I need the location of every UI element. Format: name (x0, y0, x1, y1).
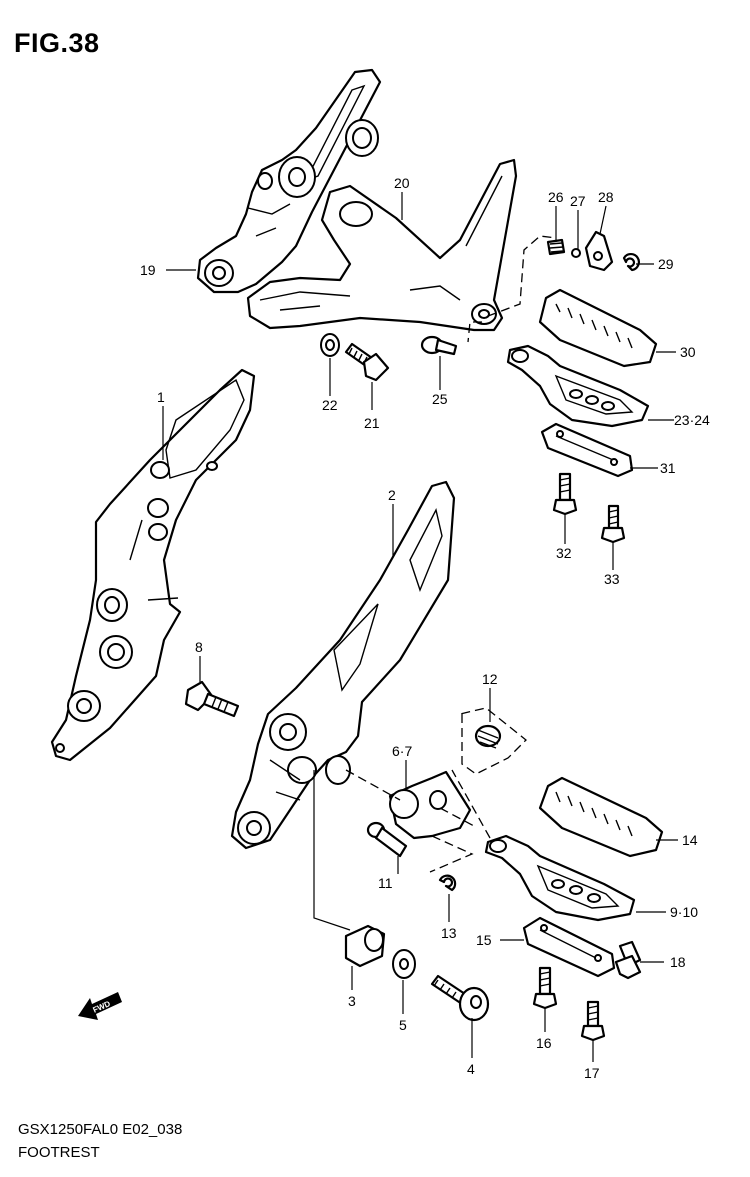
callout-13: 13 (441, 925, 457, 941)
callout-23-24: 23·24 (674, 412, 710, 428)
callout-5: 5 (399, 1017, 407, 1033)
pin-part-25 (420, 335, 458, 356)
rear-plate-part-31 (540, 422, 634, 478)
callout-4: 4 (467, 1061, 475, 1077)
callout-19: 19 (140, 262, 156, 278)
leader-lines (162, 192, 678, 1062)
callout-25: 25 (432, 391, 448, 407)
diagram-code: GSX1250FAL0 E02_038 (18, 1121, 183, 1138)
callout-16: 16 (536, 1035, 552, 1051)
front-rubber-part-14 (538, 776, 664, 858)
footrest-joint-part-6-7 (388, 770, 472, 840)
washer-part-22 (320, 333, 340, 357)
e-clip-part-13 (438, 874, 457, 892)
callout-21: 21 (364, 415, 380, 431)
forward-direction-arrow: FWD (78, 992, 122, 1020)
callout-32: 32 (556, 545, 572, 561)
screw-part-32 (552, 472, 578, 516)
bolt-part-4 (430, 974, 490, 1022)
callout-30: 30 (680, 344, 696, 360)
bumper-part-18 (614, 940, 642, 980)
front-footrest-part-9-10 (484, 834, 636, 922)
assembly-line-front (345, 707, 527, 873)
bolt-part-21 (344, 342, 390, 382)
callout-9-10: 9·10 (670, 904, 698, 920)
washer-part-5 (392, 949, 416, 979)
plate-part-28 (584, 230, 614, 272)
callout-27: 27 (570, 193, 586, 209)
callout-28: 28 (598, 189, 614, 205)
spring-part-26 (546, 238, 566, 256)
e-clip-part-29 (622, 253, 640, 272)
callout-33: 33 (604, 571, 620, 587)
front-bracket-part-2 (230, 480, 456, 850)
assembly-line-rear (467, 235, 557, 343)
callout-14: 14 (682, 832, 698, 848)
rear-bracket-part-19 (196, 68, 382, 294)
callout-3: 3 (348, 993, 356, 1009)
callout-29: 29 (658, 256, 674, 272)
callout-6-7: 6·7 (392, 743, 412, 759)
rear-rubber-part-30 (538, 288, 658, 368)
collar-part-3 (344, 924, 386, 968)
heel-guard-part-1 (50, 368, 256, 762)
front-plate-part-15 (522, 916, 616, 978)
rear-footrest-part-23-24 (506, 344, 650, 428)
callout-20: 20 (394, 175, 410, 191)
pin-part-11 (366, 821, 408, 858)
callout-17: 17 (584, 1065, 600, 1081)
diagram-name: FOOTREST (18, 1144, 100, 1161)
callout-26: 26 (548, 189, 564, 205)
callout-18: 18 (670, 954, 686, 970)
callout-labels: 1 2 3 4 5 6·7 8 9·10 11 12 13 14 15 16 1… (140, 175, 710, 1081)
callout-1: 1 (157, 389, 165, 405)
figure-title: FIG.38 (14, 28, 100, 58)
screw-part-17 (580, 1000, 606, 1042)
callout-31: 31 (660, 460, 676, 476)
screw-part-33 (600, 504, 626, 544)
rear-stay-part-20 (246, 158, 518, 332)
ball-part-27 (571, 248, 581, 258)
callout-15: 15 (476, 932, 492, 948)
fwd-label: FWD (91, 999, 112, 1015)
screw-part-16 (532, 966, 558, 1010)
bolt-part-8 (184, 680, 240, 718)
callout-2: 2 (388, 487, 396, 503)
spring-part-12 (474, 724, 502, 749)
callout-8: 8 (195, 639, 203, 655)
callout-12: 12 (482, 671, 498, 687)
callout-22: 22 (322, 397, 338, 413)
callout-11: 11 (378, 875, 393, 891)
